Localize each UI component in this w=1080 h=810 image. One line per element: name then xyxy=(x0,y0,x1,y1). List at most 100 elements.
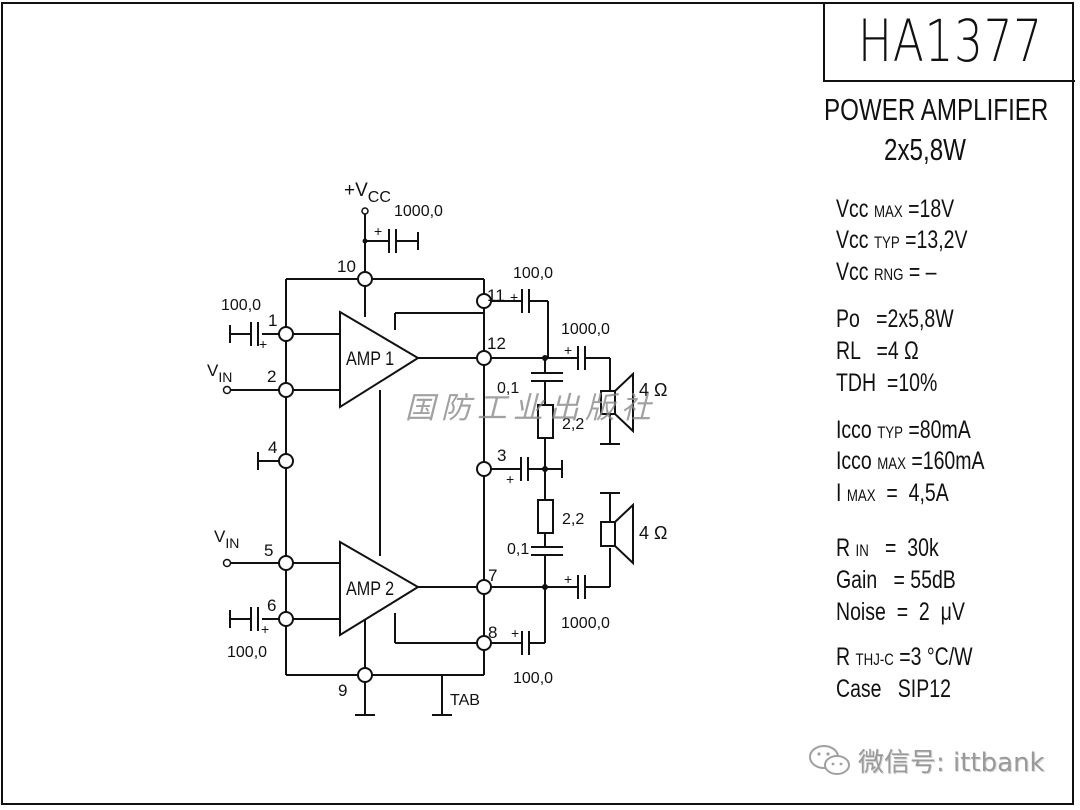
pin-10-pad xyxy=(357,271,373,287)
spec-row: Gain = 55dB xyxy=(836,566,990,595)
spec-value: = 55dB xyxy=(882,566,956,594)
vin2-terminal xyxy=(222,558,232,568)
pin-2-label: 2 xyxy=(267,367,276,386)
svg-text:+: + xyxy=(261,621,269,637)
pin-pads xyxy=(222,207,492,683)
spec-qualifier: RNG xyxy=(873,265,904,284)
spec-qualifier: IN xyxy=(855,541,869,560)
capacitor-pin6 xyxy=(250,607,259,631)
spec-symbol: Icco xyxy=(836,416,872,444)
publisher-watermark: 国防工业出版社 xyxy=(405,391,657,426)
spec-value: SIP12 xyxy=(886,675,951,703)
pin-9-label: 9 xyxy=(338,681,347,700)
vcc-terminal xyxy=(361,207,369,215)
spec-value: =10% xyxy=(881,369,938,397)
spec-symbol: Vcc xyxy=(836,258,869,286)
spec-symbol: I xyxy=(836,479,842,507)
pin-5-pad xyxy=(278,555,294,571)
spec-symbol: Case xyxy=(836,675,882,703)
spec-symbol: RL xyxy=(836,337,861,365)
footer-wechat-text: 微信号: ittbank xyxy=(858,748,1045,778)
spec-row: Vcc MAX =18V xyxy=(836,195,988,224)
spec-symbol: Noise xyxy=(836,598,886,626)
vin1-label: VIN xyxy=(207,361,232,385)
spec-value: =4 Ω xyxy=(865,337,919,365)
resistor-zobel1 xyxy=(537,404,554,439)
c-out2-value: 1000,0 xyxy=(561,615,610,632)
spec-qualifier: TYP xyxy=(877,423,903,442)
spec-value: =18V xyxy=(902,195,955,223)
c-out1-value: 1000,0 xyxy=(561,321,610,338)
speaker2-value: 4 Ω xyxy=(639,523,667,543)
svg-text:+: + xyxy=(510,289,518,305)
part-number: HA1377 xyxy=(857,7,1043,75)
spec-qualifier: MAX xyxy=(846,486,876,505)
spec-row: RL =4 Ω xyxy=(836,337,942,366)
amp2-triangle xyxy=(339,540,420,637)
spec-row: Noise = 2 μV xyxy=(836,598,1001,627)
svg-text:+: + xyxy=(506,471,514,487)
wechat-icon xyxy=(809,744,850,775)
spec-symbol: R xyxy=(836,643,851,671)
spec-value: = 2 μV xyxy=(891,598,965,626)
vin2-label: VIN xyxy=(214,527,239,551)
c-pin11-value: 100,0 xyxy=(513,265,553,282)
title-box: HA1377 xyxy=(823,2,1075,82)
capacitor-out1 xyxy=(577,346,586,370)
capacitor-out2 xyxy=(577,575,586,599)
spec-value: = – xyxy=(903,258,937,286)
speaker1-value: 4 Ω xyxy=(639,380,667,400)
capacitor-supply xyxy=(388,229,397,253)
capacitor-pin8 xyxy=(521,631,530,655)
r-zobel2-value: 2,2 xyxy=(562,511,584,528)
spec-row: Icco MAX =160mA xyxy=(836,447,1026,476)
tab-label: TAB xyxy=(450,692,480,709)
c-supply-value: 1000,0 xyxy=(394,203,443,220)
capacitor-pin11 xyxy=(521,289,530,313)
spec-value: =13,2V xyxy=(899,226,968,254)
spec-row: Case SIP12 xyxy=(836,675,983,704)
pin-8-pad xyxy=(476,635,492,651)
pin-4-label: 4 xyxy=(268,438,277,457)
spec-row: R THJ-C =3 °C/W xyxy=(836,643,1011,672)
pin-12-pad xyxy=(476,350,492,366)
spec-value: =3 °C/W xyxy=(893,643,973,671)
vcc-label: +VCC xyxy=(344,180,391,206)
spec-value: = 30k xyxy=(868,534,939,562)
pin-1-label: 1 xyxy=(268,311,277,330)
spec-row: I MAX = 4,5A xyxy=(836,479,981,508)
spec-row: Icco TYP =80mA xyxy=(836,416,1009,445)
svg-text:+: + xyxy=(374,223,382,239)
pin-11-pad xyxy=(476,293,492,309)
component-values: 1000,0 100,0 100,0 100,0 100,0 1000,0 10… xyxy=(221,203,667,687)
polarity-marks: + + + + + + + + xyxy=(259,223,572,641)
spec-symbol: Vcc xyxy=(836,226,869,254)
pin-4-pad xyxy=(278,453,294,469)
pin-3-pad xyxy=(476,461,492,477)
svg-text:+: + xyxy=(259,336,267,352)
spec-symbol: Vcc xyxy=(836,195,869,223)
capacitor-pin1 xyxy=(250,322,259,346)
pin-11-label: 11 xyxy=(487,286,505,305)
c-zobel1-value: 0,1 xyxy=(497,380,519,397)
spec-row: Po =2x5,8W xyxy=(836,305,987,334)
pin-2-pad xyxy=(278,382,294,398)
c-zobel2-value: 0,1 xyxy=(507,541,529,558)
capacitor-zobel2 xyxy=(531,546,563,556)
amp2-label: AMP 2 xyxy=(346,578,394,600)
amp1-label: AMP 1 xyxy=(346,348,394,370)
pin-6-pad xyxy=(278,611,294,627)
spec-row: Vcc RNG = – xyxy=(836,258,965,287)
spec-value: =2x5,8W xyxy=(865,305,954,333)
capacitors xyxy=(250,229,586,655)
spec-symbol: Po xyxy=(836,305,860,333)
capacitor-pin3 xyxy=(520,457,529,481)
junctions xyxy=(362,238,548,590)
power-rating: 2x5,8W xyxy=(884,132,966,167)
pin-7-pad xyxy=(476,579,492,595)
pin-12-label: 12 xyxy=(487,334,506,353)
spec-qualifier: THJ-C xyxy=(855,650,894,669)
spec-symbol: R xyxy=(836,534,851,562)
spec-row: R IN = 30k xyxy=(836,534,968,563)
